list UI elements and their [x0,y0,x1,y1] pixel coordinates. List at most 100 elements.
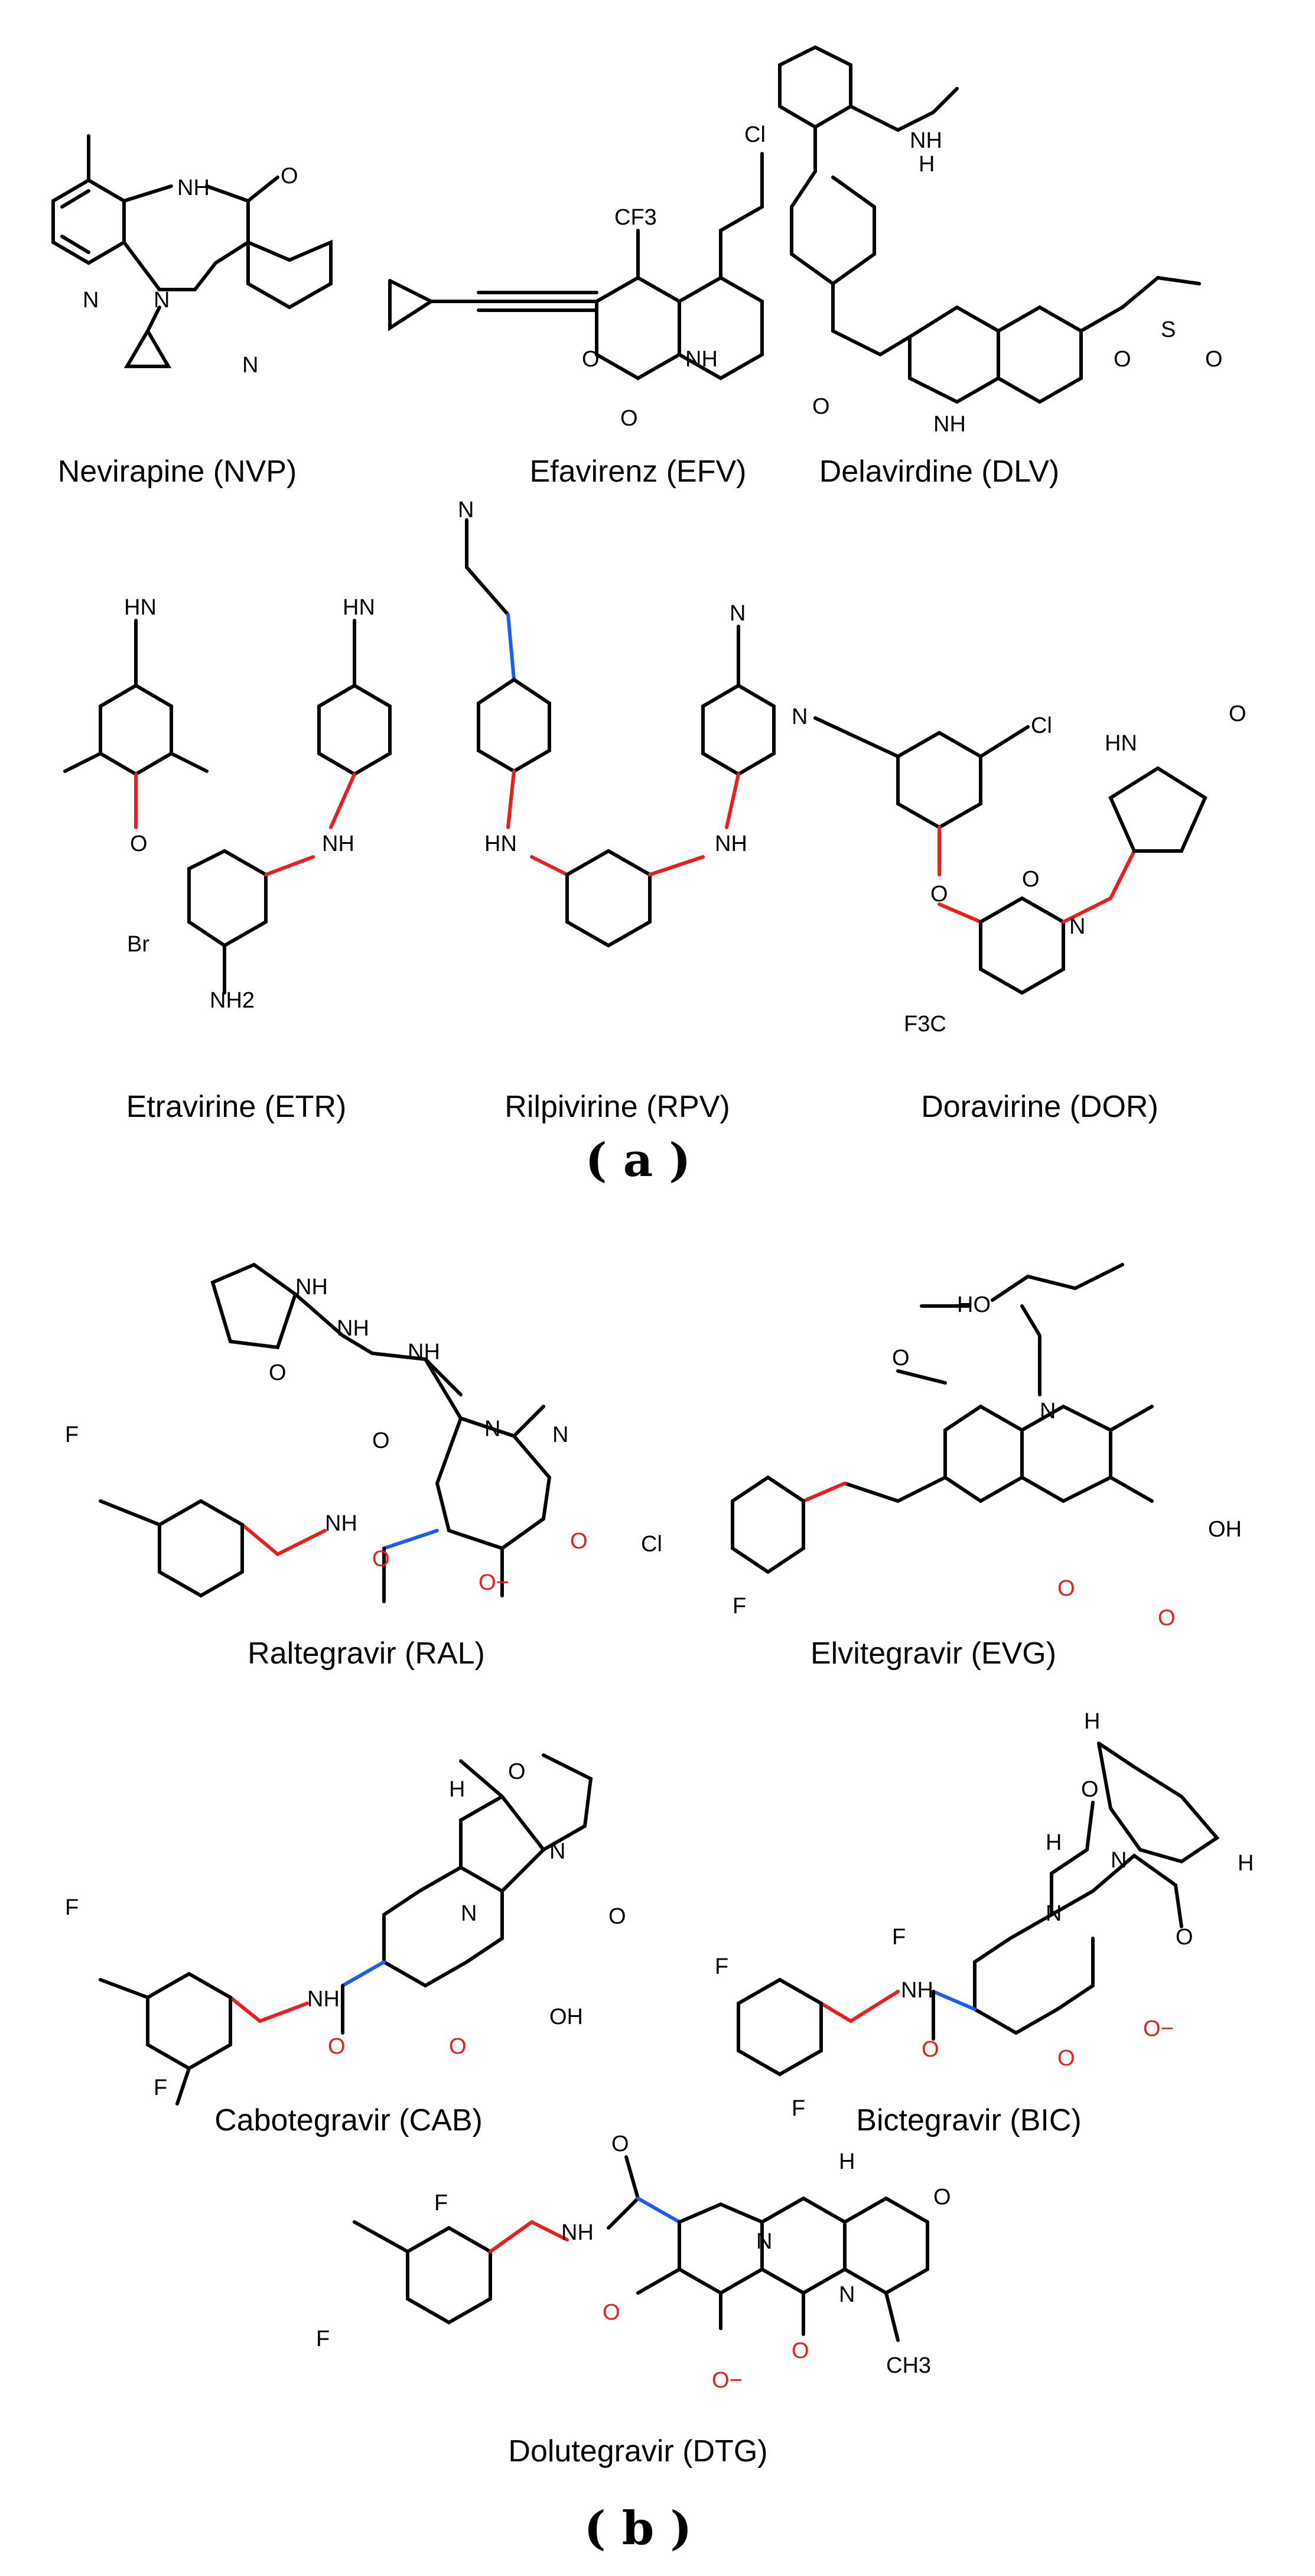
cab-f-label: F [65,1895,79,1920]
dtg-f-label-2: F [316,2327,330,2351]
etr-nh-label: NH [322,831,354,856]
evg-o-label-2: O [1057,1576,1075,1601]
evg-o-label-3: O [1158,1606,1176,1630]
rilpivirine-label: Rilpivirine (RPV) [504,1090,730,1124]
dor-cl-label: Cl [1031,713,1052,738]
dor-o-label-2: O [1022,867,1040,892]
etr-inh-label: HN [124,595,157,620]
evg-f-label: F [733,1594,746,1619]
etr-o-label: O [130,831,148,856]
dlv-o-label-2: O [1205,347,1223,372]
bic-n-label: N [1111,1848,1127,1873]
efavirenz-structure: CF3 Cl O NH O Efavirenz (EFV) [388,122,766,489]
dlv-s-label: S [1161,317,1176,342]
dtg-n-label: N [756,2229,772,2254]
cab-f-label-2: F [154,2075,167,2100]
bic-h-label-3: H [1238,1851,1254,1876]
dor-hn-label: HN [1105,731,1137,756]
cab-h-label: H [449,1777,465,1802]
dlv-nh-label: NH [910,128,942,153]
efv-cf3-label: CF3 [614,205,657,230]
efv-o-label: O [582,347,600,372]
efv-cl-label: Cl [744,122,766,147]
dor-n-label-2: N [1069,914,1085,939]
raltegravir-label: Raltegravir (RAL) [248,1636,485,1671]
nvp-o-label: O [281,164,298,189]
cab-o-label-4: O [449,2034,467,2059]
panel-b-label: ( b ) [584,2502,692,2555]
ral-nh-label-4: NH [325,1511,357,1536]
dlv-o-label: O [1114,347,1131,372]
ral-f-label: F [65,1422,79,1447]
rpv-nh-label-2: NH [715,831,747,856]
etr-inh-label-2: HN [343,595,375,620]
rpv-n-label: N [458,498,474,522]
cab-oh-label: OH [549,2005,583,2029]
bic-h-label-2: H [1046,1830,1062,1855]
cabotegravir-label: Cabotegravir (CAB) [214,2103,483,2138]
efv-o-label-2: O [620,406,638,431]
ral-o-label-3: O [372,1547,390,1571]
ral-nh-label-3: NH [408,1340,440,1365]
evg-ho-label: HO [957,1292,991,1317]
ral-o-label-4: O [570,1529,588,1554]
dolutegravir-label: Dolutegravir (DTG) [508,2434,767,2468]
efv-nh-label: NH [685,347,718,372]
dtg-nh-label: NH [561,2220,594,2245]
delavirdine-label: Delavirdine (DLV) [819,454,1060,489]
dtg-o-minus-label: O− [712,2368,743,2393]
ral-n-label-2: N [552,1422,568,1447]
nevirapine-label: Nevirapine (NVP) [58,454,297,489]
bic-o-label-4: O [1057,2046,1075,2071]
dor-f3c-label: F3C [904,1012,946,1037]
cab-nh-label: NH [307,1987,340,2012]
ral-n-label: N [484,1417,500,1441]
evg-oh-label: OH [1208,1517,1242,1542]
doravirine-structure: N Cl O O F3C HN O N Doravirine (DOR) [792,701,1246,1124]
nvp-n-label-3: N [242,353,258,378]
evg-cl-label: Cl [641,1532,662,1557]
dtg-h-label: H [839,2149,855,2174]
panel-a-label: ( a ) [585,1133,691,1187]
bic-f-label-3: F [792,2096,805,2121]
bic-o-label-3: O [922,2037,939,2062]
dtg-o-label-4: O [792,2338,809,2363]
dtg-o-label: O [611,2132,629,2156]
rpv-nh-label: HN [484,831,517,856]
etr-br-label: Br [127,932,149,957]
cab-n-label-2: N [461,1901,477,1926]
nvp-n-label-2: N [154,288,170,313]
dolutegravir-structure: F O H O NH N N F O O O− CH3 Dolutegravir… [316,2132,951,2468]
cab-o-label-2: O [608,1904,626,1929]
ral-o-label: O [269,1360,287,1385]
cabotegravir-structure: O H N N O F NH OH O O F Cabotegravir (CA… [65,1753,626,2138]
dlv-o-label-3: O [812,394,830,419]
elvitegravir-label: Elvitegravir (EVG) [811,1636,1056,1671]
evg-n-label: N [1040,1399,1056,1424]
dtg-ch3-label: CH3 [886,2353,931,2378]
evg-o-label: O [892,1346,910,1370]
dlv-nh-label-2: NH [933,412,966,437]
cab-o-label: O [508,1759,526,1784]
bic-h-label: H [1084,1709,1100,1734]
dor-o-label: O [930,882,948,907]
rilpivirine-structure: N N HN NH Rilpivirine (RPV) [458,498,776,1124]
etr-nh2-label: NH2 [210,988,255,1013]
dtg-o-label-2: O [933,2185,951,2210]
ral-nh-label-2: NH [337,1316,369,1341]
etravirine-label: Etravirine (ETR) [126,1090,347,1124]
bic-nh-label: NH [901,1978,933,2003]
doravirine-label: Doravirine (DOR) [921,1090,1158,1124]
bic-o-label-2: O [1176,1925,1193,1950]
dlv-h-label: H [919,152,935,177]
etravirine-structure: HN HN O NH Br NH2 Etravirine (ETR) [63,595,392,1124]
dtg-n-label-2: N [839,2282,855,2307]
efavirenz-label: Efavirenz (EFV) [530,454,747,489]
nvp-n-label: N [83,288,99,313]
ral-nh-label: NH [295,1275,328,1300]
bictegravir-label: Bictegravir (BIC) [856,2103,1081,2138]
elvitegravir-structure: HO O N Cl F O OH O Elvitegravir (EVG) [641,1263,1242,1671]
dor-o-label-3: O [1229,701,1246,726]
dtg-f-label: F [434,2191,448,2216]
